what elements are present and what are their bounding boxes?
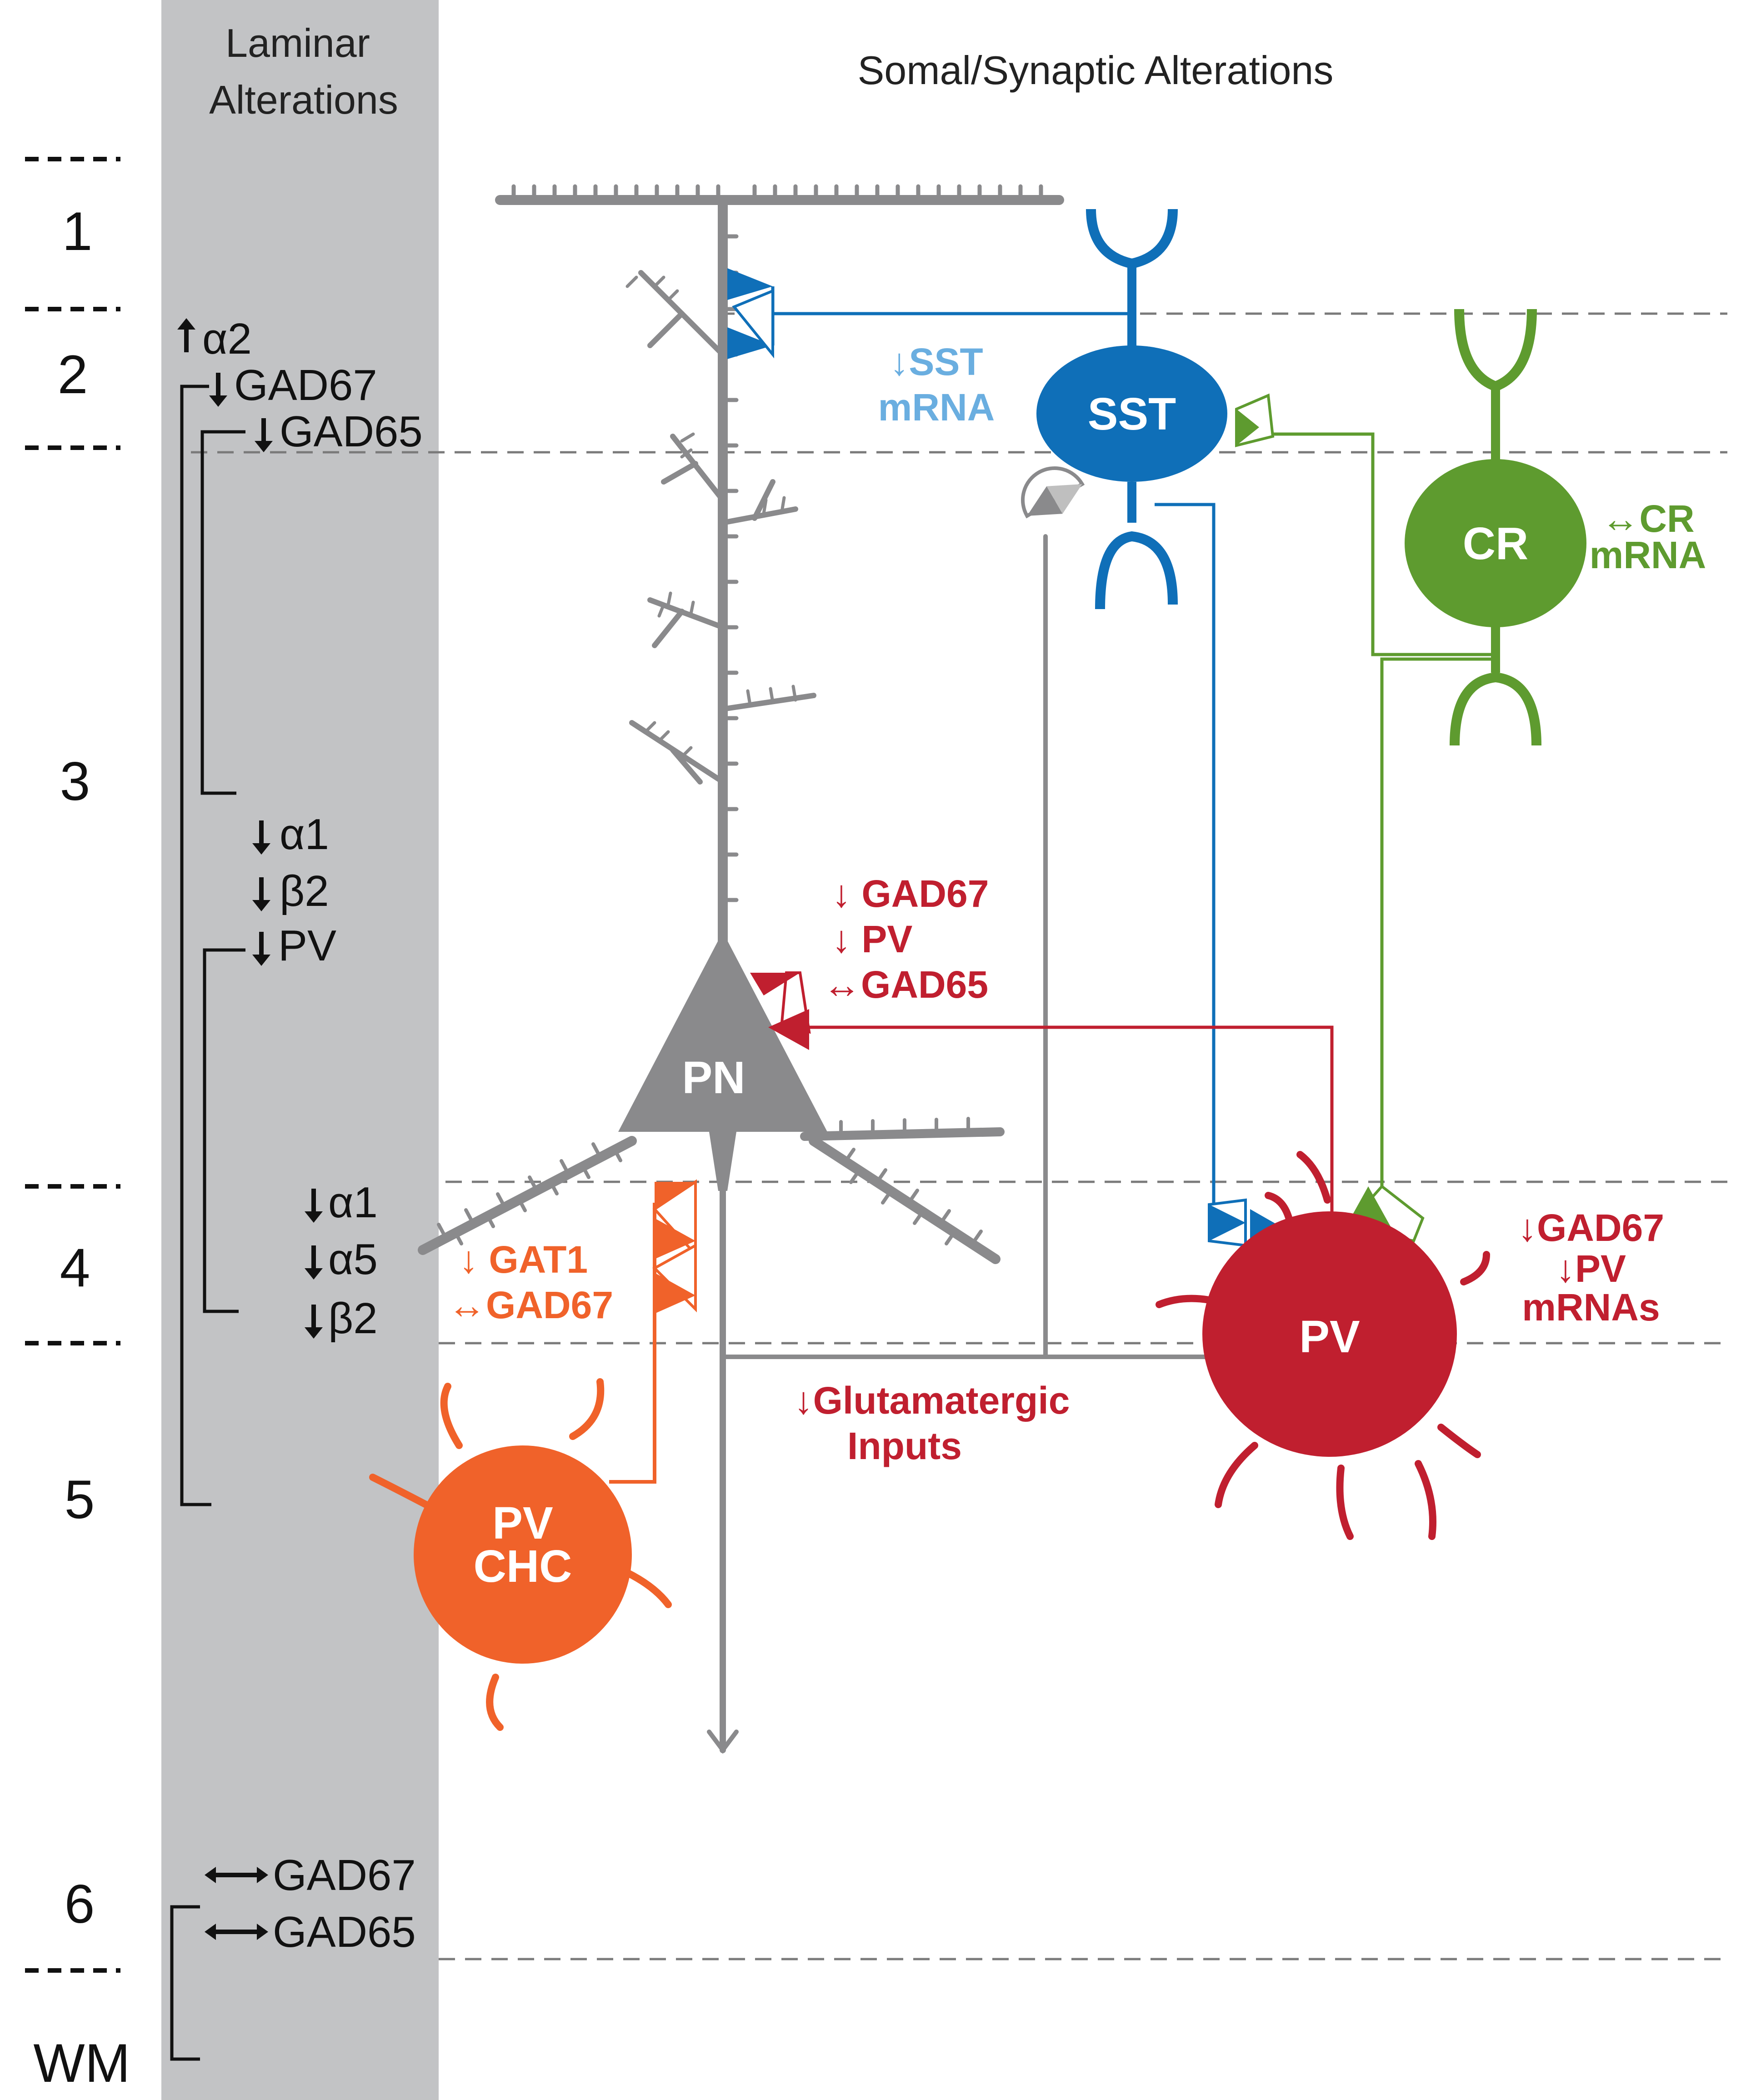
sst-soma [1036,345,1227,482]
svg-text:α5: α5 [328,1235,378,1284]
oblique-spines [625,275,797,759]
cr-synapse-sst [1235,393,1275,447]
pn-soma [618,932,827,1132]
pn-label: PN [682,1052,745,1103]
pvchc-label-line1: PV [492,1498,553,1549]
svg-text:α2: α2 [202,315,252,363]
pv-synapse-pn [750,971,811,1050]
svg-text:mRNA: mRNA [1590,534,1706,576]
gray-synapse-sst [1021,466,1085,519]
down-arrow-icon [305,1189,323,1223]
down-arrow-icon [209,373,227,407]
layer-boundary-ticks [25,157,120,1973]
svg-text:mRNA: mRNA [878,386,995,429]
svg-text:↔CR: ↔CR [1601,497,1694,540]
down-arrow-icon [252,820,270,855]
pn-axon-hillock [709,1132,736,1191]
alteration-alpha5-l4: α5 [305,1235,378,1284]
pv-label: PV [1299,1311,1360,1362]
layer-3-label: 3 [60,751,90,812]
alteration-gad67-l2: GAD67 [209,361,377,410]
svg-text:GAD67: GAD67 [273,1851,416,1900]
laminar-brackets [170,385,245,2061]
svg-text:↓GAD67: ↓GAD67 [1518,1206,1664,1249]
pv-mrnas-annotation: ↓GAD67 ↓PV mRNAs [1518,1206,1664,1329]
pv-soma [1202,1211,1457,1457]
svg-text:GAD67: GAD67 [234,361,377,410]
svg-text:↓ GAT1: ↓ GAT1 [459,1238,588,1281]
layer-6-label: 6 [65,1874,95,1935]
svg-text:β2: β2 [280,867,329,915]
svg-text:GAD65: GAD65 [273,1908,416,1956]
alteration-gad67-l6: GAD67 [205,1851,416,1900]
down-arrow-icon [252,932,270,966]
chc-cartridge-synapses [652,1179,697,1314]
svg-text:↓ GAD67: ↓ GAD67 [832,872,989,915]
layer-wm-label: WM [33,2033,130,2094]
layer-2-label: 2 [58,344,88,405]
double-arrow-icon [205,1924,268,1940]
layer-1-label: 1 [62,201,93,262]
pvchc-soma [414,1445,632,1664]
laminar-alterations: α2 GAD67 GAD65 α1 β2 [177,315,423,1956]
svg-text:PV: PV [278,921,336,970]
pv-basket-cell: PV [809,1025,1490,1540]
pvchc-label-line2: CHC [474,1541,572,1592]
laminar-band [161,0,439,2100]
pv-chandelier-cell: PV CHC [369,1203,672,1731]
layer-4-label: 4 [60,1237,90,1298]
svg-text:↓SST: ↓SST [890,340,983,383]
svg-text:↔GAD65: ↔GAD65 [823,963,988,1006]
pv-synapse-annotation: ↓ GAD67 ↓ PV ↔GAD65 [823,872,989,1006]
alteration-gad65-l2-3: GAD65 [255,407,423,456]
cr-interneuron: CR [1268,309,1586,1191]
cr-soma [1405,459,1586,627]
svg-text:GAD65: GAD65 [280,407,423,456]
svg-text:α1: α1 [328,1178,378,1227]
somal-header: Somal/Synaptic Alterations [858,48,1334,93]
alteration-gad65-l6: GAD65 [205,1908,416,1956]
svg-text:mRNAs: mRNAs [1522,1286,1660,1329]
down-arrow-icon [305,1245,323,1280]
down-arrow-icon [255,418,273,452]
glutamatergic-annotation: ↓Glutamatergic Inputs [794,1379,1070,1467]
svg-text:β2: β2 [328,1294,378,1343]
up-arrow-icon [177,318,195,352]
layer-5-label: 5 [65,1469,95,1530]
svg-text:α1: α1 [280,810,329,859]
cr-label: CR [1463,518,1528,569]
basal-spines [437,1117,983,1245]
alteration-beta2-l3: β2 [252,867,329,915]
svg-text:↓Glutamatergic: ↓Glutamatergic [794,1379,1070,1422]
alteration-alpha1-l4: α1 [305,1178,378,1227]
chc-synapse-annotation: ↓ GAT1 ↔GAD67 [448,1238,613,1326]
alteration-pv-l3: PV [252,921,336,970]
laminar-header-line1: Laminar [225,20,370,65]
sst-synapses-pn [727,268,774,359]
sst-label: SST [1088,389,1176,440]
layer-labels: 1 2 3 4 5 6 WM [33,201,130,2094]
svg-text:↓PV: ↓PV [1556,1247,1626,1290]
laminar-header-line2: Alterations [209,77,398,122]
oblique-dendrites [629,270,816,785]
laminar-header: Laminar Alterations [209,20,398,122]
double-arrow-icon [205,1867,268,1883]
down-arrow-icon [252,877,270,911]
down-arrow-icon [305,1305,323,1339]
apical-tuft-spines [511,184,1043,202]
alteration-alpha2-l2: α2 [177,315,252,363]
svg-text:↔GAD67: ↔GAD67 [448,1284,613,1326]
sst-mrna-annotation: ↓SST mRNA [878,340,995,429]
cr-mrna-annotation: ↔CR mRNA [1590,497,1706,576]
sst-interneuron: SST [771,209,1236,1229]
svg-text:↓ PV: ↓ PV [832,918,912,960]
alteration-alpha1-l3: α1 [252,810,329,859]
alteration-beta2-l4: β2 [305,1294,378,1343]
svg-text:Inputs: Inputs [847,1425,962,1467]
